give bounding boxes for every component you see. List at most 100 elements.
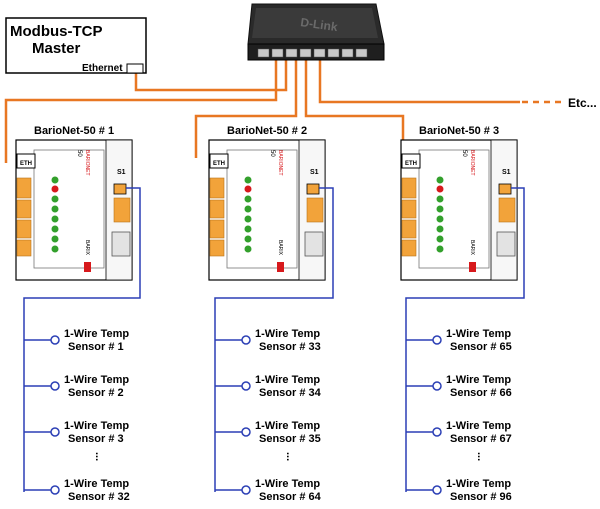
onewire-bus-3 — [405, 187, 525, 492]
terminal-group — [209, 199, 225, 219]
led-green — [51, 225, 59, 233]
sensor-label-line1: 1-Wire Temp — [446, 478, 511, 490]
etc-label: Etc... — [568, 96, 597, 110]
sensor-node — [50, 485, 60, 495]
terminal-block-left — [209, 177, 225, 257]
model-number: 50 — [461, 150, 467, 157]
sensor-label-line1: 1-Wire Temp — [255, 328, 320, 340]
switch-top-highlight — [252, 8, 378, 38]
dc-power-jack — [111, 231, 131, 257]
led-green — [436, 235, 444, 243]
terminal-group — [209, 177, 225, 199]
sensor-label-line1: 1-Wire Temp — [64, 478, 129, 490]
terminal-group — [401, 219, 417, 239]
brand-label: BARIONET — [277, 150, 283, 176]
maker-label: BARIX — [469, 240, 475, 256]
sensor-label-line1: 1-Wire Temp — [446, 420, 511, 432]
led-green — [51, 245, 59, 253]
sensor-label-line1: 1-Wire Temp — [255, 374, 320, 386]
sensor-node — [50, 335, 60, 345]
led-green — [244, 245, 252, 253]
terminal-block-left — [401, 177, 417, 257]
ethernet-cables — [4, 58, 565, 163]
switch-port — [299, 48, 312, 58]
status-leds — [244, 176, 252, 253]
led-green — [244, 235, 252, 243]
cable-master — [134, 58, 288, 92]
device-title: BarioNet-50 # 2 — [227, 125, 307, 137]
led-red — [244, 185, 252, 193]
sensor-label-line1: 1-Wire Temp — [446, 374, 511, 386]
terminal-block-left — [16, 177, 32, 257]
led-green — [436, 195, 444, 203]
led-green — [244, 205, 252, 213]
bacnet-device-2: BarioNet-50 # 2 ETH S1 50 BARIONET — [208, 125, 326, 281]
bacnet-device-1: BarioNet-50 # 1 ETH S1 50 BARIONET — [15, 125, 133, 281]
sensor-label-line2: Sensor # 64 — [259, 491, 322, 503]
barix-badge — [469, 262, 476, 272]
sensor-node — [241, 335, 251, 345]
sensor-node — [50, 381, 60, 391]
bacnet-device-3: BarioNet-50 # 3 ETH S1 50 BARIONET — [400, 125, 518, 281]
led-red — [51, 185, 59, 193]
sensor-label-line2: Sensor # 1 — [68, 341, 124, 353]
master-ethernet-port — [126, 63, 144, 74]
terminal-group — [16, 219, 32, 239]
terminal-group — [209, 219, 225, 239]
switch-port — [313, 48, 326, 58]
led-green — [436, 245, 444, 253]
sensor-label-line1: 1-Wire Temp — [255, 420, 320, 432]
vertical-ellipsis: ... — [284, 452, 296, 461]
sensor-label-line2: Sensor # 67 — [450, 433, 512, 445]
master-title-line1: Modbus-TCP — [10, 23, 102, 40]
s1-label: S1 — [117, 169, 126, 176]
status-leds — [51, 176, 59, 253]
sensor-label-line2: Sensor # 65 — [450, 341, 512, 353]
terminal-block-right — [306, 197, 324, 223]
sensor-label-line2: Sensor # 32 — [68, 491, 130, 503]
network-switch: D-Link — [247, 3, 385, 61]
device-inner-panel — [418, 149, 490, 269]
sensor-label-line2: Sensor # 35 — [259, 433, 321, 445]
terminal-group — [16, 177, 32, 199]
sensor-label-line1: 1-Wire Temp — [64, 374, 129, 386]
switch-port — [257, 48, 270, 58]
sensor-label-line1: 1-Wire Temp — [255, 478, 320, 490]
led-green — [436, 215, 444, 223]
maker-label: BARIX — [84, 240, 90, 256]
status-leds — [436, 176, 444, 253]
sensor-labels: 1-Wire Temp Sensor # 1 1-Wire Temp Senso… — [64, 328, 512, 503]
s1-label: S1 — [502, 169, 511, 176]
dc-power-jack — [496, 231, 516, 257]
eth-port-label: ETH — [20, 161, 32, 167]
sensor-label-line1: 1-Wire Temp — [64, 328, 129, 340]
brand-label: BARIONET — [84, 150, 90, 176]
switch-port — [285, 48, 298, 58]
terminal-group — [401, 239, 417, 257]
device-inner-panel — [33, 149, 105, 269]
sensor-node — [432, 427, 442, 437]
terminal-group — [306, 197, 324, 223]
sensor-nodes — [50, 335, 442, 495]
led-green — [51, 205, 59, 213]
terminal-block-right — [113, 197, 131, 223]
onewire-port — [306, 183, 320, 195]
sensor-node — [241, 485, 251, 495]
ellipsis-markers: ... ... ... — [93, 452, 487, 461]
onewire-port — [498, 183, 512, 195]
led-green — [51, 176, 59, 184]
vertical-ellipsis: ... — [475, 452, 487, 461]
terminal-group — [16, 239, 32, 257]
terminal-block-right — [498, 197, 516, 223]
model-number: 50 — [269, 150, 275, 157]
terminal-group — [401, 177, 417, 199]
barix-badge — [277, 262, 284, 272]
s1-label: S1 — [310, 169, 319, 176]
sensor-node — [50, 427, 60, 437]
sensor-label-line1: 1-Wire Temp — [446, 328, 511, 340]
brand-label: BARIONET — [469, 150, 475, 176]
master-title-line2: Master — [32, 40, 81, 57]
sensor-label-line2: Sensor # 3 — [68, 433, 124, 445]
device-title: BarioNet-50 # 1 — [34, 125, 114, 137]
